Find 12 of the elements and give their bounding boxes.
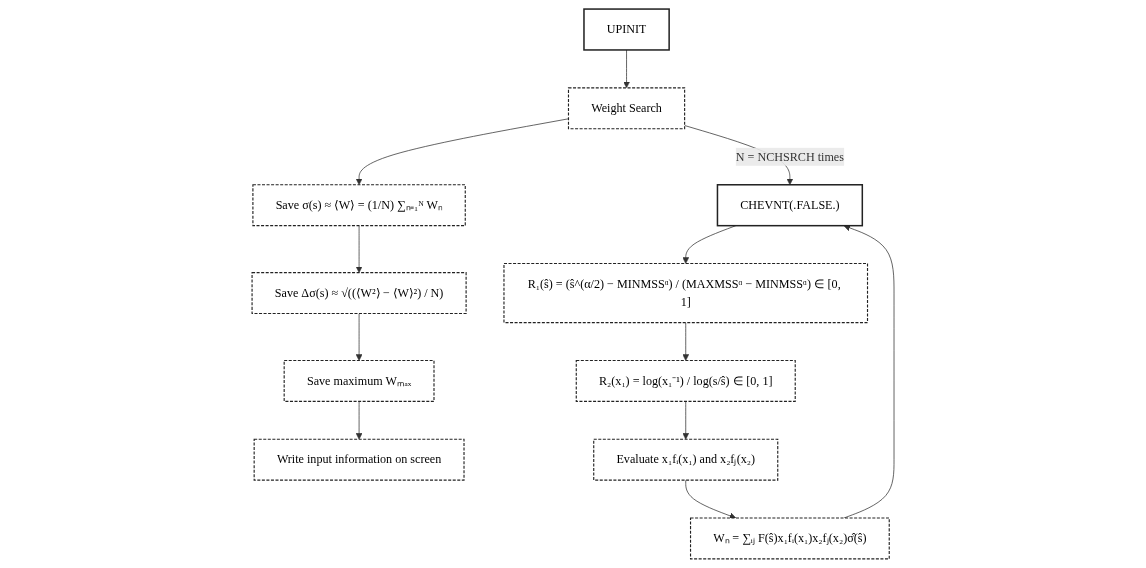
node-box: Wₙ = ∑ᵢⱼ F(ŝ)x₁fᵢ(x₁)x₂fⱼ(x₂)σ̂(ŝ) [689, 517, 890, 560]
node-box: Save Δσ(s) ≈ √((⟨W²⟩ − ⟨W⟩²) / N) [251, 272, 467, 315]
node-box: Write input information on screen [253, 438, 465, 481]
node-box: UPINIT [583, 8, 670, 51]
node-box: R₂(x₁) = log(x₁⁻¹) / log(s/ŝ) ∈ [0, 1] [575, 359, 796, 402]
edge-label: N = NCHSRCH times [735, 149, 844, 163]
node-box: Save σ(s) ≈ ⟨W⟩ = (1/N) ∑ₙ₌₁ᴺ Wₙ [252, 184, 466, 227]
node-box: Weight Search [567, 87, 686, 130]
node-box: Save maximum Wₘₐₓ [283, 359, 435, 402]
node-box: R₁(ŝ) = (ŝ^(α/2) − MINMSSᵅ) / (MAXMSSᵅ − MINMSSᵅ) ∈ [0, 1] [503, 262, 869, 324]
node-box: Evaluate x₁fᵢ(x₁) and x₂fⱼ(x₂) [593, 438, 779, 481]
node-box: CHEVNT(.FALSE.) [716, 184, 863, 227]
